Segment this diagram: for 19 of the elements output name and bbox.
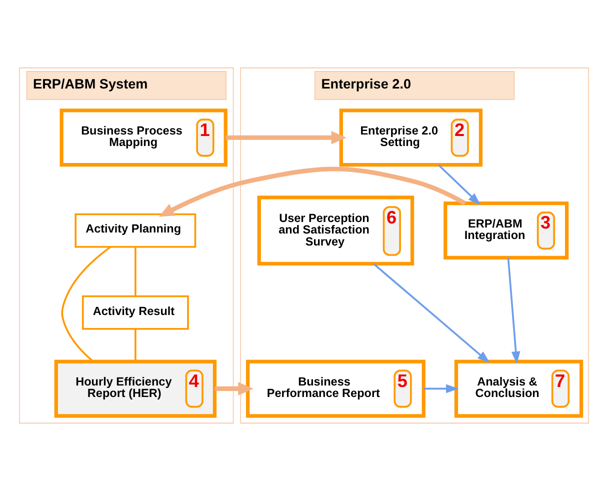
arrow: [158, 166, 466, 216]
node-box: Activity Result: [82, 294, 189, 330]
node-box: Enterprise 2.0 Setting 2: [339, 108, 483, 166]
connector: [134, 328, 136, 361]
node-box: User Perception and Satisfaction Survey 6: [257, 195, 414, 265]
arrow: [424, 384, 459, 393]
arrow: [214, 382, 254, 395]
node-box: Business Process Mapping 1: [60, 108, 228, 166]
node-box: Hourly Efficiency Report (HER) 4: [54, 359, 217, 418]
arrow: [438, 164, 481, 205]
arrow: [507, 257, 520, 364]
connector: [134, 246, 136, 296]
node-box: ERP/ABM Integration 3: [444, 201, 569, 260]
connector: [61, 246, 111, 362]
node-box: Analysis & Conclusion 7: [454, 359, 584, 418]
node-box: Business Performance Report 5: [246, 359, 426, 418]
arrow: [373, 262, 490, 363]
arrow: [226, 130, 346, 144]
node-box: Activity Planning: [74, 212, 196, 248]
